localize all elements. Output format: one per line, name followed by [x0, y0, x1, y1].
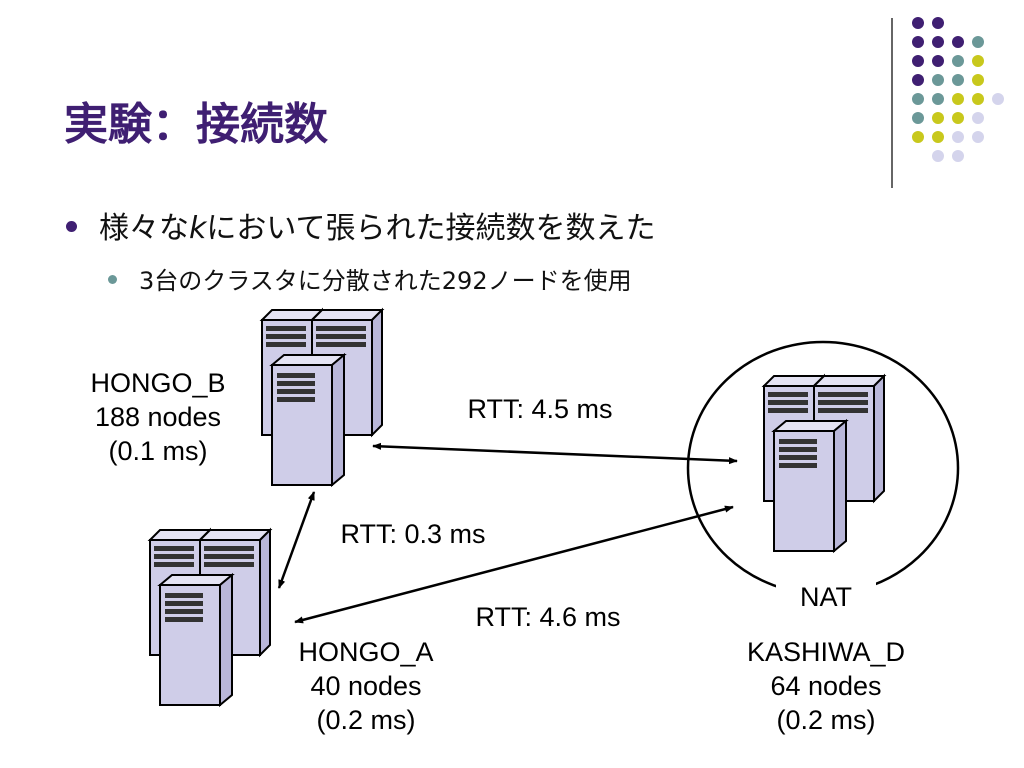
- kashiwa-d-nodes: 64 nodes: [770, 671, 882, 701]
- bullet-level-2: 3台のクラスタに分散された292ノードを使用: [108, 261, 632, 296]
- kashiwa-d-latency: (0.2 ms): [776, 705, 876, 735]
- rtt-label-b-d: RTT: 4.5 ms: [467, 394, 613, 424]
- kashiwa-d-server-icon: [763, 375, 885, 552]
- bullet-dot: [66, 221, 77, 232]
- link-arrow-a-d: [294, 505, 734, 624]
- hongo-a-label: HONGO_A 40 nodes (0.2 ms): [266, 635, 466, 737]
- hongo-a-name: HONGO_A: [298, 637, 434, 667]
- slide-title: 実験：接続数: [64, 99, 328, 150]
- kashiwa-d-name: KASHIWA_D: [746, 637, 906, 667]
- hongo-a-server-icon: [149, 529, 271, 706]
- sub-bullet-dot: [108, 274, 117, 284]
- sub-bullet-text: 3台のクラスタに分散された292ノードを使用: [139, 267, 632, 295]
- link-arrow-b-d: [372, 442, 738, 465]
- kashiwa-d-label: KASHIWA_D 64 nodes (0.2 ms): [716, 635, 936, 737]
- bullet-text-k: k: [189, 211, 207, 246]
- hongo-a-latency: (0.2 ms): [316, 705, 416, 735]
- hongo-b-nodes: 188 nodes: [94, 402, 222, 432]
- rtt-label-a-d: RTT: 4.6 ms: [475, 602, 621, 632]
- hongo-a-nodes: 40 nodes: [310, 671, 422, 701]
- hongo-b-server-icon: [261, 309, 383, 486]
- hongo-b-latency: (0.1 ms): [108, 436, 208, 466]
- divider-line: [891, 18, 893, 188]
- nat-label: NAT: [800, 582, 852, 612]
- hongo-b-name: HONGO_B: [90, 368, 226, 398]
- rtt-label-a-b: RTT: 0.3 ms: [340, 519, 486, 549]
- bullet-text-post: において張られた接続数を数えた: [206, 211, 656, 246]
- bullet-text-pre: 様々な: [99, 211, 189, 246]
- link-arrow-a-b: [277, 491, 316, 589]
- hongo-b-label: HONGO_B 188 nodes (0.1 ms): [58, 366, 258, 468]
- bullet-level-1: 様々なkにおいて張られた接続数を数えた: [66, 203, 655, 247]
